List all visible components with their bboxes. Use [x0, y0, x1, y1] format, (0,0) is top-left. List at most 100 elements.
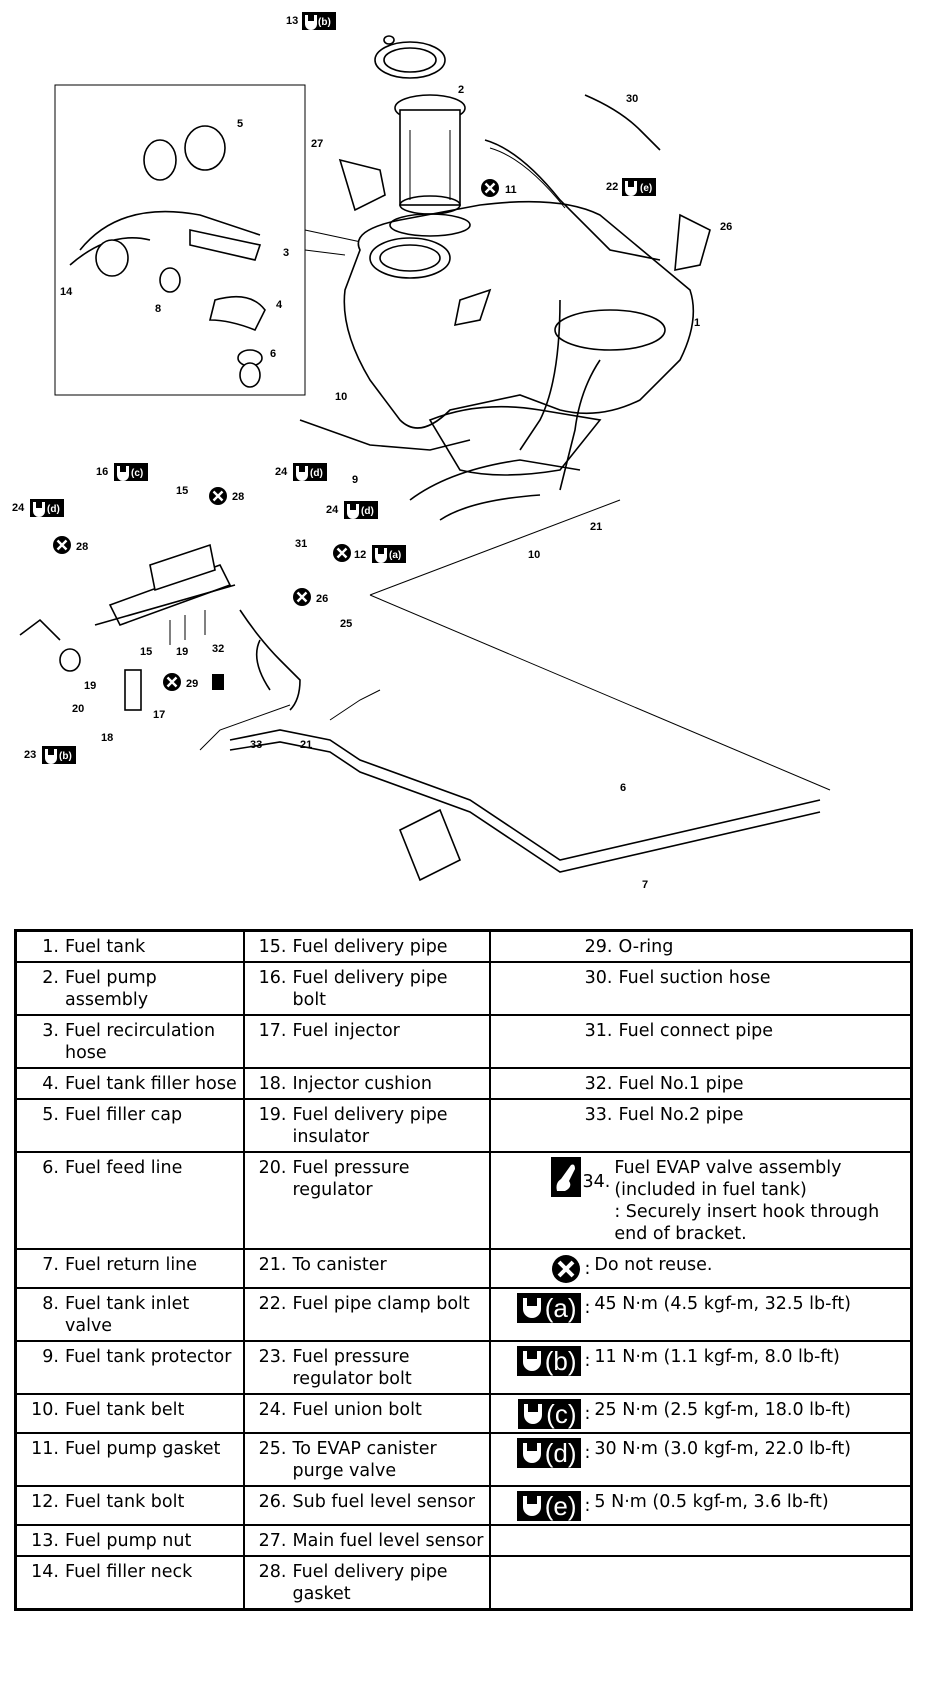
legend-cell: 4.Fuel tank filler hose [14, 1067, 245, 1100]
item-number: 10. [31, 1400, 59, 1420]
callout-26-lower: 26 [316, 593, 328, 605]
callout-31: 31 [295, 538, 307, 550]
callout-2: 2 [458, 84, 464, 96]
item-number: 19. [258, 1105, 287, 1125]
legend-item: 6. Fuel feed line [21, 1157, 239, 1179]
torque-letter: (b) [544, 1346, 577, 1376]
legend-cell: 8.Fuel tank inlet valve [14, 1287, 245, 1342]
item-number: 12. [31, 1492, 59, 1512]
filler-neck-parts [69, 125, 266, 388]
item-number: 18. [258, 1074, 287, 1094]
item-number: 11. [31, 1439, 59, 1459]
callout-26: 26 [720, 221, 732, 233]
legend-cell: 27.Main fuel level sensor [242, 1524, 491, 1557]
item-label: Fuel feed line [65, 1158, 183, 1178]
item-label: Fuel suction hose [618, 968, 771, 988]
legend-item: 11.Fuel pump gasket [21, 1438, 239, 1460]
callout-33: 33 [250, 739, 262, 751]
item-label: Main fuel level sensor [292, 1531, 484, 1551]
legend-cell: 33.Fuel No.2 pipe [488, 1098, 913, 1153]
legend-item: 25.To EVAP canister purge valve [249, 1438, 485, 1482]
item-number: 20. [258, 1158, 287, 1178]
legend-cell: 6. Fuel feed line [14, 1151, 245, 1250]
item-number: 8. [42, 1294, 59, 1314]
legend-cell: 11.Fuel pump gasket [14, 1432, 245, 1487]
legend-item: 7.Fuel return line [21, 1254, 239, 1276]
legend-cell: 32.Fuel No.1 pipe [488, 1067, 913, 1100]
item-number: 1. [42, 937, 59, 957]
item-number: 7. [42, 1255, 59, 1275]
item-label: Fuel pressure regulator bolt [292, 1347, 412, 1389]
item-number: 33. [584, 1105, 613, 1125]
legend-item: 19.Fuel delivery pipe insulator [249, 1104, 485, 1148]
legend-item: 3.Fuel recirculation hose [21, 1020, 239, 1064]
legend-cell [488, 1524, 913, 1557]
item-label: Fuel tank [65, 937, 146, 957]
item-number: 9. [42, 1347, 59, 1367]
legend-item: 20.Fuel pressure regulator [249, 1157, 485, 1201]
callout-24-left: 24 [12, 502, 25, 514]
item-number: 29. [584, 937, 613, 957]
item-number: 6. [42, 1158, 59, 1178]
diagram-svg: 13 (b) 2 30 5 27 11 22 (e) 26 3 14 8 4 6… [12, 12, 831, 891]
item-label: Fuel No.1 pipe [618, 1074, 744, 1094]
legend-cell: 23.Fuel pressure regulator bolt [242, 1340, 491, 1395]
item-label: Fuel pressure regulator [292, 1158, 410, 1200]
legend-cell: 17.Fuel injector [242, 1014, 491, 1069]
item-number: 21. [258, 1255, 287, 1275]
callout-22: 22 [606, 181, 618, 193]
callout-21-lower: 21 [300, 739, 312, 751]
legend-symbol-item: 34.Fuel EVAP valve assembly (included in… [495, 1157, 907, 1245]
torque-icon: (c) [518, 1399, 581, 1429]
legend-item: 5.Fuel filler cap [21, 1104, 239, 1126]
callout-15: 15 [176, 485, 188, 497]
do-not-reuse-icon-wrap [495, 1254, 583, 1284]
torque-letter: (e) [544, 1491, 577, 1521]
legend-cell: 14.Fuel filler neck [14, 1555, 245, 1611]
legend-symbol-item: (d):30 N·m (3.0 kgf-m, 22.0 lb-ft) [495, 1438, 907, 1468]
callout-24-top: 24 [275, 466, 288, 478]
legend-cell: 7.Fuel return line [14, 1248, 245, 1289]
item-number: 25. [258, 1439, 287, 1459]
legend-cell: 13.Fuel pump nut [14, 1524, 245, 1557]
callout-17: 17 [153, 709, 165, 721]
legend-row: 6. Fuel feed line 20.Fuel pressure regulat… [14, 1151, 913, 1250]
callout-8: 8 [155, 303, 161, 315]
colon: : [584, 1259, 591, 1279]
legend-item: 21.To canister [249, 1254, 485, 1276]
item-label: 11 N·m (1.1 kgf-m, 8.0 lb-ft) [594, 1347, 840, 1367]
legend-cell: 3.Fuel recirculation hose [14, 1014, 245, 1069]
item-number: 34. [582, 1172, 611, 1192]
item-number: 15. [258, 937, 287, 957]
wrench-icon [524, 1404, 543, 1424]
callout-14: 14 [60, 286, 73, 298]
legend-cell: (a):45 N·m (4.5 kgf-m, 32.5 lb-ft) [488, 1287, 913, 1342]
legend-row: 9. Fuel tank protector 23.Fuel pressure re… [14, 1340, 913, 1395]
callout-6: 6 [620, 782, 626, 794]
callout-11: 11 [505, 184, 517, 196]
item-label: Fuel tank protector [65, 1347, 232, 1367]
legend-item: 33.Fuel No.2 pipe [495, 1104, 907, 1126]
callout-24-right: 24 [326, 504, 339, 516]
item-label: Fuel injector [292, 1021, 400, 1041]
colon: : [584, 1351, 591, 1371]
callout-13: 13 [286, 15, 298, 27]
legend-symbol-item: (e):5 N·m (0.5 kgf-m, 3.6 lb-ft) [495, 1491, 907, 1521]
callout-28-left: 28 [76, 541, 88, 553]
inset-frame [54, 84, 306, 396]
legend-cell: 28.Fuel delivery pipe gasket [242, 1555, 491, 1611]
legend-cell: 31.Fuel connect pipe [488, 1014, 913, 1069]
svg-text:(b): (b) [59, 751, 72, 762]
legend-cell: (c):25 N·m (2.5 kgf-m, 18.0 lb-ft) [488, 1393, 913, 1434]
note-hand-icon-diagram [212, 674, 224, 690]
item-number: 4. [42, 1074, 59, 1094]
callout-27: 27 [311, 138, 323, 150]
item-label: Sub fuel level sensor [292, 1492, 476, 1512]
fuel-pump-assembly [374, 35, 471, 237]
item-number: 16. [258, 968, 287, 988]
torque-letter: (d) [544, 1438, 577, 1468]
legend-cell: 19.Fuel delivery pipe insulator [242, 1098, 491, 1153]
